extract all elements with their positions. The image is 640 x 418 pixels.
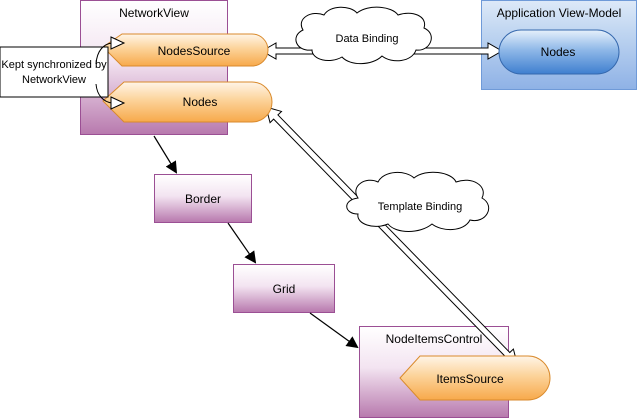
nodes-label: Nodes [183, 95, 218, 109]
sync-arrow-lower [95, 83, 113, 104]
arrow-grid-to-nodeitemscontrol [309, 312, 359, 349]
sync-note-line1: Kept synchronized by [1, 59, 107, 71]
data-binding-cloud: Data Binding [295, 6, 432, 65]
data-binding-label: Data Binding [336, 33, 399, 45]
border-label: Border [184, 191, 222, 206]
template-binding-arrow [265, 106, 519, 366]
view-model-nodes-pill: Nodes [498, 29, 620, 75]
items-source-pill: ItemsSource [399, 355, 551, 401]
nodes-pill: Nodes [102, 81, 273, 123]
grid-box: Grid [233, 264, 335, 313]
view-model-nodes-label: Nodes [541, 45, 576, 59]
network-view-title: NetworkView [119, 6, 189, 20]
arrow-networkview-to-border [153, 135, 178, 174]
nodes-source-label: NodesSource [158, 44, 231, 58]
node-items-control-title: NodeItemsControl [385, 332, 483, 346]
items-source-label: ItemsSource [436, 372, 504, 386]
template-binding-cloud: Template Binding [346, 171, 490, 232]
grid-label: Grid [272, 281, 296, 296]
application-view-model-title: Application View-Model [496, 6, 622, 20]
sync-arrow-upper [95, 42, 113, 65]
nodes-source-pill: NodesSource [102, 33, 269, 67]
sync-note: Kept synchronized by NetworkView [0, 46, 109, 98]
template-binding-label: Template Binding [378, 201, 462, 213]
sync-note-line2: NetworkView [22, 74, 86, 86]
sync-curved-arrows [95, 36, 126, 110]
arrow-border-to-grid [227, 222, 257, 264]
border-box: Border [154, 174, 252, 223]
